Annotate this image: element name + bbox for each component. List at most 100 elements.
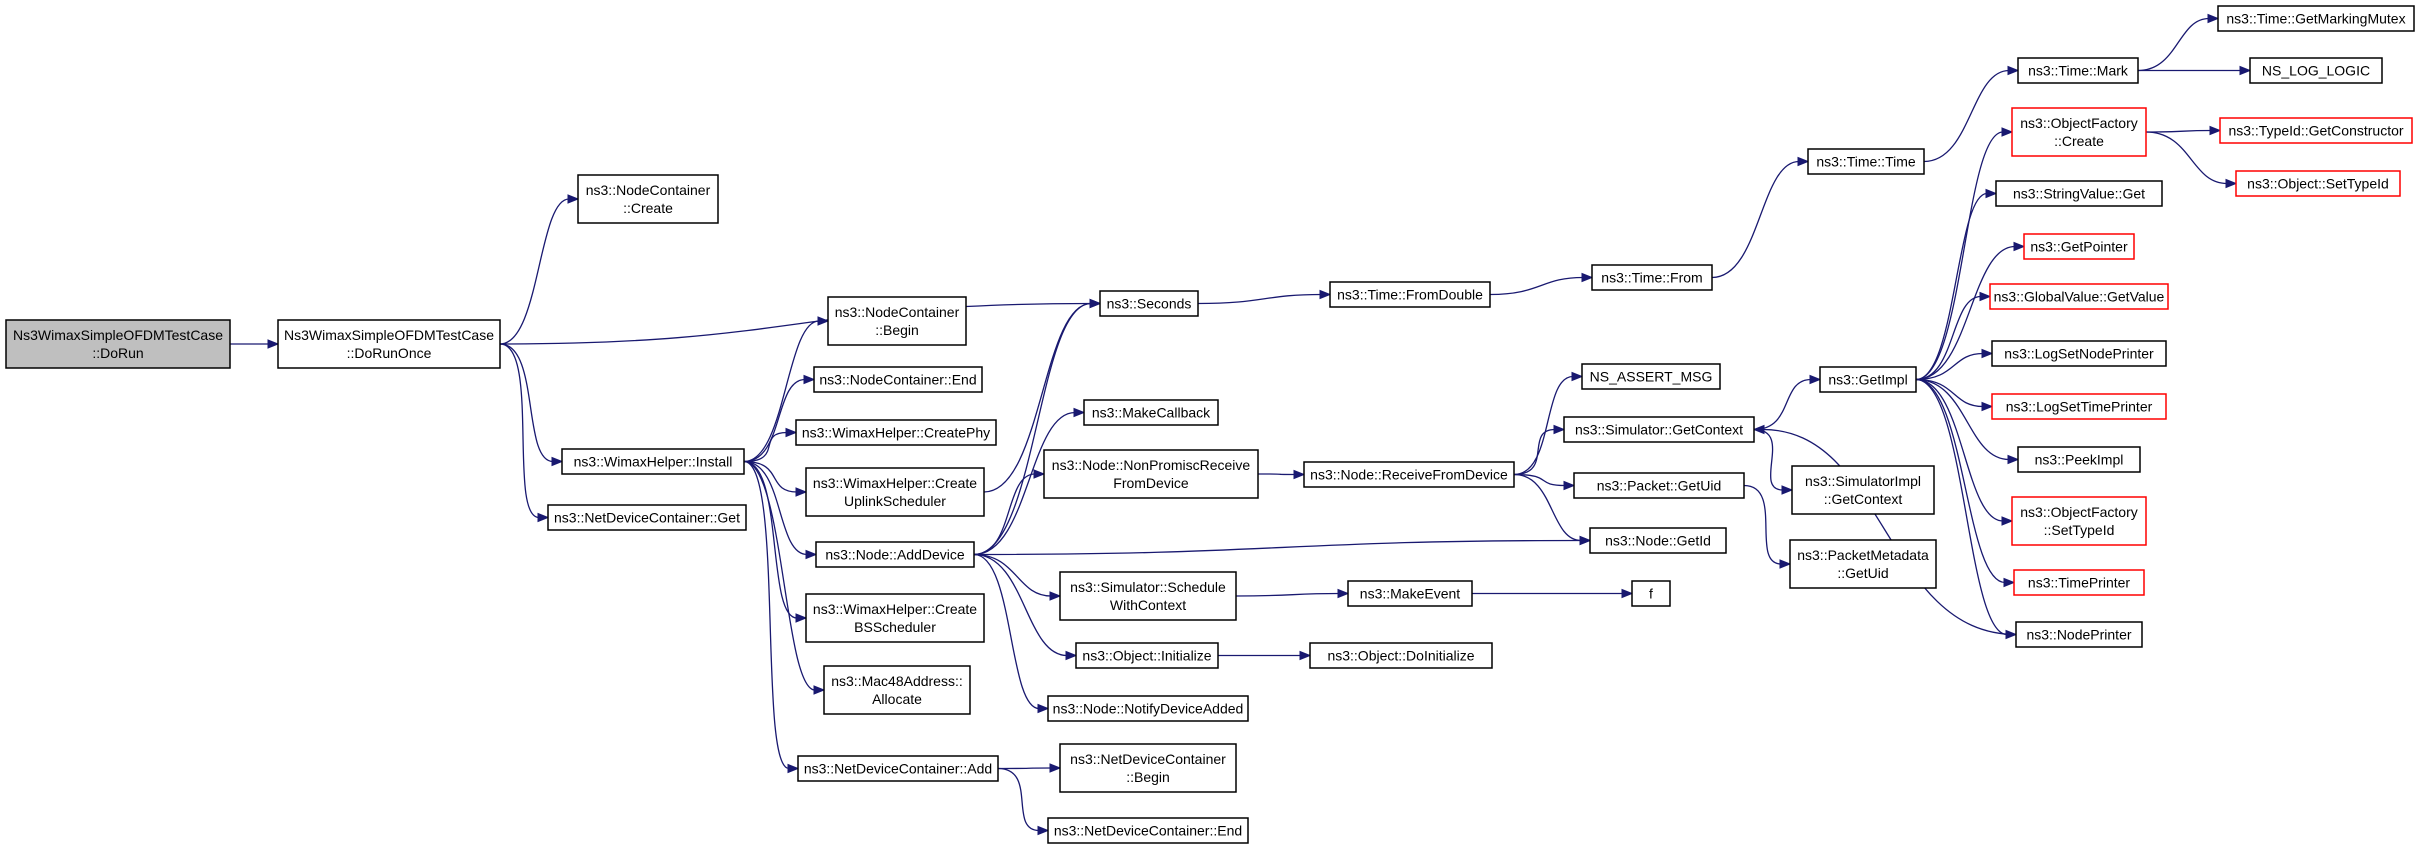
arrowhead-icon [1809, 374, 1822, 385]
arrowhead-icon [813, 685, 826, 695]
function-node-wh_install[interactable]: ns3::WimaxHelper::Install [561, 448, 745, 475]
call-edge-getcontext-to-getimpl [1753, 374, 1822, 431]
function-node-getcontext[interactable]: ns3::Simulator::GetContext [1563, 416, 1755, 443]
function-node-obj_settypeid[interactable]: ns3::Object::SetTypeId [2235, 170, 2401, 197]
node-label-line: ns3::LogSetTimePrinter [2006, 399, 2153, 415]
edge-line [499, 343, 540, 519]
function-node-peekimpl[interactable]: ns3::PeekImpl [2017, 446, 2141, 473]
function-node-pktmeta[interactable]: ns3::PacketMetadata::GetUid [1789, 539, 1937, 589]
arrowhead-icon [1037, 825, 1050, 836]
function-node-time_time[interactable]: ns3::Time::Time [1807, 148, 1925, 175]
arrowhead-icon [1089, 298, 1102, 309]
function-node-assert_msg[interactable]: NS_ASSERT_MSG [1581, 363, 1721, 390]
function-node-obj_init[interactable]: ns3::Object::Initialize [1075, 642, 1219, 669]
function-node-logsetnode[interactable]: ns3::LogSetNodePrinter [1991, 340, 2167, 367]
function-node-typeid_getctor[interactable]: ns3::TypeId::GetConstructor [2219, 117, 2413, 144]
function-node-dorunonce[interactable]: Ns3WimaxSimpleOFDMTestCase::DoRunOnce [277, 319, 501, 369]
function-node-notify_added[interactable]: ns3::Node::NotifyDeviceAdded [1047, 695, 1249, 722]
node-label-line: ns3::Mac48Address:: [831, 673, 963, 689]
function-node-recvfromdev[interactable]: ns3::Node::ReceiveFromDevice [1303, 461, 1515, 488]
function-node-nodeprinter[interactable]: ns3::NodePrinter [2015, 621, 2143, 648]
node-label-line: ns3::WimaxHelper::Install [574, 454, 733, 470]
arrowhead-icon [1579, 535, 1592, 546]
edge-line [2145, 129, 2212, 133]
function-node-getmarkingmutex[interactable]: ns3::Time::GetMarkingMutex [2217, 5, 2415, 32]
function-node-ns_log_logic[interactable]: NS_LOG_LOGIC [2249, 57, 2383, 84]
arrowhead-icon [787, 763, 800, 774]
node-label-line: ::Create [623, 200, 673, 216]
function-node-ndc_add[interactable]: ns3::NetDeviceContainer::Add [797, 755, 999, 782]
node-label-line: ns3::GlobalValue::GetValue [1994, 289, 2165, 305]
function-node-fromdouble[interactable]: ns3::Time::FromDouble [1329, 281, 1491, 308]
function-node-of_settypeid[interactable]: ns3::ObjectFactory::SetTypeId [2011, 496, 2147, 546]
node-label-line: ::DoRunOnce [347, 345, 432, 361]
node-label-line: ns3::Object::SetTypeId [2247, 176, 2389, 192]
function-node-nc_begin[interactable]: ns3::NodeContainer::Begin [827, 296, 967, 346]
node-label-line: UplinkScheduler [844, 493, 946, 509]
function-node-time_from[interactable]: ns3::Time::From [1591, 264, 1713, 291]
function-node-timeprinter[interactable]: ns3::TimePrinter [2013, 569, 2145, 596]
call-edge-dorunonce-to-ndc_get [499, 343, 550, 523]
node-label-line: ns3::Time::From [1601, 270, 1702, 286]
function-node-doinit[interactable]: ns3::Object::DoInitialize [1309, 642, 1493, 669]
node-box [1083, 399, 1219, 426]
node-label-line: ns3::Node::NonPromiscReceive [1052, 457, 1251, 473]
function-node-f[interactable]: f [1631, 580, 1671, 607]
function-node-mac48[interactable]: ns3::Mac48Address::Allocate [823, 665, 971, 715]
function-node-ndc_get[interactable]: ns3::NetDeviceContainer::Get [547, 504, 747, 531]
function-node-of_create[interactable]: ns3::ObjectFactory::Create [2011, 107, 2147, 157]
edge-line [1489, 276, 1584, 296]
node-box [815, 541, 975, 568]
arrowhead-icon [2209, 125, 2222, 136]
call-edge-getimpl-to-getpointer [1915, 241, 2026, 381]
node-label-line: ::GetUid [1837, 565, 1888, 581]
edge-line [973, 553, 1068, 657]
function-node-wh_createphy[interactable]: ns3::WimaxHelper::CreatePhy [795, 419, 997, 446]
arrowhead-icon [1037, 703, 1050, 714]
function-node-node_getid[interactable]: ns3::Node::GetId [1589, 527, 1727, 554]
node-label-line: ::Begin [1126, 769, 1170, 785]
function-node-time_mark[interactable]: ns3::Time::Mark [2017, 57, 2139, 84]
arrowhead-icon [817, 316, 830, 326]
function-node-node_adddevice[interactable]: ns3::Node::AddDevice [815, 541, 975, 568]
arrowhead-icon [803, 374, 816, 385]
call-edge-node_adddevice-to-obj_init [973, 553, 1078, 661]
edge-line [1915, 245, 2016, 381]
function-node-makecallback[interactable]: ns3::MakeCallback [1083, 399, 1219, 426]
node-label-line: Ns3WimaxSimpleOFDMTestCase [284, 327, 494, 343]
function-node-simimpl_ctx[interactable]: ns3::SimulatorImpl::GetContext [1791, 465, 1935, 515]
call-edge-fromdouble-to-time_from [1489, 272, 1594, 296]
function-node-sv_get[interactable]: ns3::StringValue::Get [1995, 180, 2163, 207]
call-edge-getimpl-to-timeprinter [1915, 378, 2016, 588]
arrowhead-icon [1299, 650, 1312, 661]
call-edge-node_adddevice-to-node_getid [973, 535, 1592, 556]
edge-line [499, 343, 554, 463]
call-edge-wh_install-to-mac48 [743, 460, 826, 695]
node-box [547, 504, 747, 531]
edge-line [1762, 428, 2017, 636]
function-node-nc_create[interactable]: ns3::NodeContainer::Create [577, 174, 719, 224]
arrowhead-icon [1981, 348, 1994, 359]
node-label-line: ns3::Time::Time [1816, 154, 1916, 170]
arrowhead-icon [2225, 178, 2238, 189]
node-label-line: ns3::NodeContainer [835, 304, 960, 320]
function-node-gv_getvalue[interactable]: ns3::GlobalValue::GetValue [1989, 283, 2169, 310]
function-node-ndc_end[interactable]: ns3::NetDeviceContainer::End [1047, 817, 1249, 844]
function-node-nc_end[interactable]: ns3::NodeContainer::End [813, 366, 983, 393]
function-node-ndc_begin[interactable]: ns3::NetDeviceContainer::Begin [1059, 743, 1237, 793]
node-box [1589, 527, 1727, 554]
function-node-seconds[interactable]: ns3::Seconds [1099, 290, 1199, 317]
function-node-makeevent[interactable]: ns3::MakeEvent [1347, 580, 1473, 607]
function-node-getpointer[interactable]: ns3::GetPointer [2023, 233, 2135, 260]
node-box [2011, 496, 2147, 546]
function-node-getimpl[interactable]: ns3::GetImpl [1819, 366, 1917, 393]
arrowhead-icon [795, 487, 808, 497]
node-label-line: NS_LOG_LOGIC [2262, 63, 2370, 79]
function-node-pkt_getuid[interactable]: ns3::Packet::GetUid [1573, 472, 1745, 499]
function-node-logsettime[interactable]: ns3::LogSetTimePrinter [1991, 393, 2167, 420]
edge-line [2145, 131, 2228, 185]
